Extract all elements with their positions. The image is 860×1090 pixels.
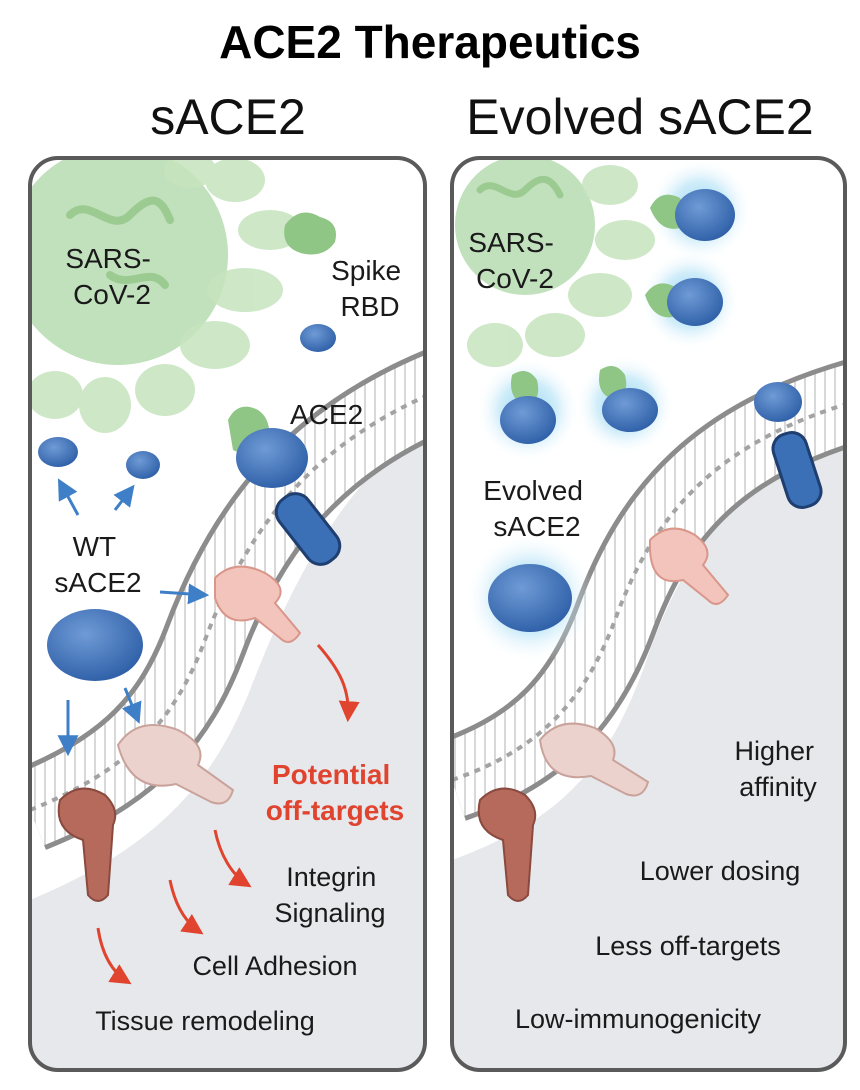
off-target-protein-3	[57, 787, 117, 902]
off-targets-label: Potential off-targets	[266, 759, 404, 826]
less-off-targets-label: Less off-targets	[595, 931, 781, 961]
evolved-sace2-complex-1	[648, 158, 752, 262]
higher-affinity-label: Higher affinity	[734, 736, 821, 802]
evolved-sace2-complex-4	[575, 355, 675, 455]
evolved-sace2-complex-2	[640, 250, 740, 350]
cell-interior-right	[452, 420, 845, 1070]
blue-arrows-left	[57, 478, 210, 757]
figure-title: ACE2 Therapeutics	[219, 16, 641, 68]
virus-label-left: SARS- CoV-2	[65, 243, 158, 310]
tissue-remodeling-label: Tissue remodeling	[95, 1006, 315, 1036]
spike-rbd-label: Spike RBD	[331, 255, 409, 322]
ace2-label: ACE2	[290, 399, 363, 430]
free-sace2-small-1	[300, 324, 336, 352]
cell-interior-left	[30, 410, 425, 1070]
low-immunogenicity-label: Low-immunogenicity	[515, 1004, 762, 1034]
evolved-sace2-label: Evolved sACE2	[483, 475, 590, 542]
membrane-ace2-head-right	[754, 382, 802, 422]
left-panel: SARS- CoV-2 Spike RBD ACE2 WT sACE2 Pote…	[28, 156, 427, 1072]
integrin-signaling-label: Integrin Signaling	[274, 862, 385, 928]
red-arrows-left	[96, 644, 360, 985]
lower-dosing-label: Lower dosing	[640, 856, 801, 886]
cell-adhesion-label: Cell Adhesion	[192, 951, 357, 981]
wt-sace2-protein	[47, 609, 143, 681]
right-panel: SARS- CoV-2 Evolved sACE2 Higher affinit…	[450, 156, 847, 1072]
wt-sace2-label: WT sACE2	[54, 531, 141, 598]
wt-sace2-blob-2	[126, 451, 160, 479]
evolved-sace2-complex-3	[476, 358, 580, 462]
wt-sace2-blob-1	[38, 437, 78, 467]
left-panel-heading: sACE2	[150, 89, 306, 145]
ace2-spike-complex-left	[228, 406, 308, 488]
off-target-protein-right-3	[477, 787, 537, 902]
off-target-protein-right-2	[538, 722, 650, 797]
off-target-protein-1	[214, 565, 302, 643]
virus-label-right: SARS- CoV-2	[468, 227, 561, 294]
sars-cov-2-virus-left	[30, 158, 302, 433]
membrane-ace2-receptor-right	[771, 431, 823, 509]
off-target-protein-2	[116, 724, 235, 805]
sars-cov-2-virus-right	[455, 158, 655, 367]
membrane-ace2-receptor-left	[274, 492, 342, 566]
right-panel-heading: Evolved sACE2	[466, 89, 813, 145]
evolved-sace2-free	[465, 533, 595, 663]
off-target-protein-right-1	[648, 527, 730, 605]
spike-rbd-protein	[284, 212, 336, 255]
